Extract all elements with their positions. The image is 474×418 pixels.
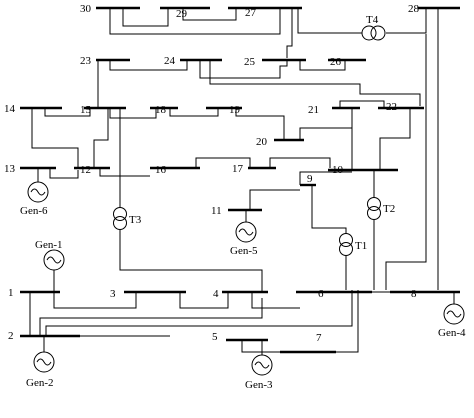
line-27-t4 bbox=[297, 8, 362, 34]
bus-label-2: 2 bbox=[8, 330, 14, 342]
bus-label-7: 7 bbox=[316, 332, 322, 344]
line-30-29 bbox=[122, 8, 169, 27]
bus-label-10: 10 bbox=[332, 164, 344, 176]
line-3-4 bbox=[179, 292, 229, 309]
transformer-label-t2: T2 bbox=[383, 203, 395, 215]
line-29-27 bbox=[182, 8, 237, 21]
transformer-t1-icon bbox=[339, 233, 353, 256]
bus-label-16: 16 bbox=[155, 164, 167, 176]
line-10-22 bbox=[379, 108, 411, 170]
bus-label-15: 15 bbox=[80, 104, 92, 116]
line-19-20 bbox=[235, 108, 285, 140]
line-15-18 bbox=[109, 108, 157, 119]
bus-label-8: 8 bbox=[411, 288, 417, 300]
gen-label-2: Gen-2 bbox=[26, 377, 54, 389]
bus-label-17: 17 bbox=[232, 163, 244, 175]
line-4-6 bbox=[251, 292, 300, 309]
line-2-6 bbox=[45, 290, 353, 336]
bus-label-21: 21 bbox=[308, 104, 319, 116]
bus-label-9: 9 bbox=[307, 173, 313, 185]
line-30-27 bbox=[109, 8, 281, 35]
bus-label-6: 6 bbox=[318, 288, 324, 300]
line-18-19 bbox=[169, 108, 219, 117]
line-20-10 bbox=[299, 127, 352, 140]
bus-label-27: 27 bbox=[245, 7, 257, 19]
line-24-22 bbox=[209, 60, 421, 106]
gen-label-3: Gen-3 bbox=[245, 379, 273, 391]
bus-label-30: 30 bbox=[80, 3, 92, 15]
line-23-24 bbox=[109, 60, 188, 71]
line-12-15 bbox=[93, 108, 109, 168]
bus-label-4: 4 bbox=[213, 288, 219, 300]
line-9-10 bbox=[299, 171, 352, 185]
line-12-13 bbox=[49, 168, 79, 179]
line-2-4 bbox=[39, 298, 263, 336]
bus-bars bbox=[20, 6, 460, 354]
bus-labels: 30 29 27 28 23 24 25 26 14 15 18 19 21 2… bbox=[4, 3, 420, 344]
gen-label-6: Gen-6 bbox=[20, 205, 48, 217]
bus-label-13: 13 bbox=[4, 163, 16, 175]
bus-label-22: 22 bbox=[386, 101, 397, 113]
line-27-25 bbox=[286, 8, 293, 58]
line-17-10 bbox=[269, 157, 331, 168]
bus-label-25: 25 bbox=[244, 56, 256, 68]
generator-1-icon bbox=[43, 249, 65, 271]
line-21-22 bbox=[339, 100, 385, 108]
line-5-7 bbox=[241, 340, 282, 353]
transformer-label-t4: T4 bbox=[366, 14, 379, 26]
line-6-7 bbox=[330, 290, 359, 353]
bus-label-20: 20 bbox=[256, 136, 268, 148]
line-16-17 bbox=[195, 157, 251, 168]
bus-label-5: 5 bbox=[212, 331, 218, 343]
device-labels: Gen-1 Gen-2 Gen-3 Gen-4 Gen-5 Gen-6 T4 T… bbox=[20, 14, 466, 391]
line-14-15 bbox=[44, 108, 91, 117]
bus-label-14: 14 bbox=[4, 103, 16, 115]
generator-6-icon bbox=[27, 181, 49, 203]
gen-label-4: Gen-4 bbox=[438, 327, 466, 339]
line-1-3 bbox=[53, 292, 137, 309]
transformer-t3-icon bbox=[113, 207, 127, 230]
bus-label-29: 29 bbox=[176, 8, 188, 20]
transformer-t4-icon bbox=[361, 25, 386, 41]
bus-label-19: 19 bbox=[229, 104, 241, 116]
generator-2-icon bbox=[33, 351, 55, 373]
transmission-lines bbox=[29, 8, 455, 355]
bus-label-23: 23 bbox=[80, 55, 92, 67]
generator-3-icon bbox=[251, 354, 273, 376]
bus-label-3: 3 bbox=[110, 288, 116, 300]
transformer-label-t1: T1 bbox=[355, 240, 367, 252]
generator-4-icon bbox=[443, 303, 465, 325]
transformer-label-t3: T3 bbox=[129, 214, 142, 226]
transformer-t2-icon bbox=[367, 197, 381, 220]
generator-5-icon bbox=[235, 221, 257, 243]
gen-label-1: Gen-1 bbox=[35, 239, 63, 251]
bus-label-26: 26 bbox=[330, 56, 342, 68]
line-24-25 bbox=[199, 60, 288, 79]
line-t4-28 bbox=[386, 8, 427, 34]
line-9-t1 bbox=[311, 185, 347, 234]
line-25-26 bbox=[299, 60, 346, 71]
bus-label-1: 1 bbox=[8, 287, 14, 299]
bus-label-18: 18 bbox=[155, 104, 167, 116]
line-9-11 bbox=[249, 189, 300, 210]
bus-label-28: 28 bbox=[408, 3, 420, 15]
line-t3-4 bbox=[119, 230, 263, 292]
gen-label-5: Gen-5 bbox=[230, 245, 258, 257]
bus-label-11: 11 bbox=[211, 205, 222, 217]
line-14-12 bbox=[31, 108, 79, 168]
line-12-16 bbox=[99, 168, 150, 177]
line-28-6 bbox=[385, 34, 427, 290]
bus-label-12: 12 bbox=[80, 164, 91, 176]
bus-label-24: 24 bbox=[164, 55, 176, 67]
